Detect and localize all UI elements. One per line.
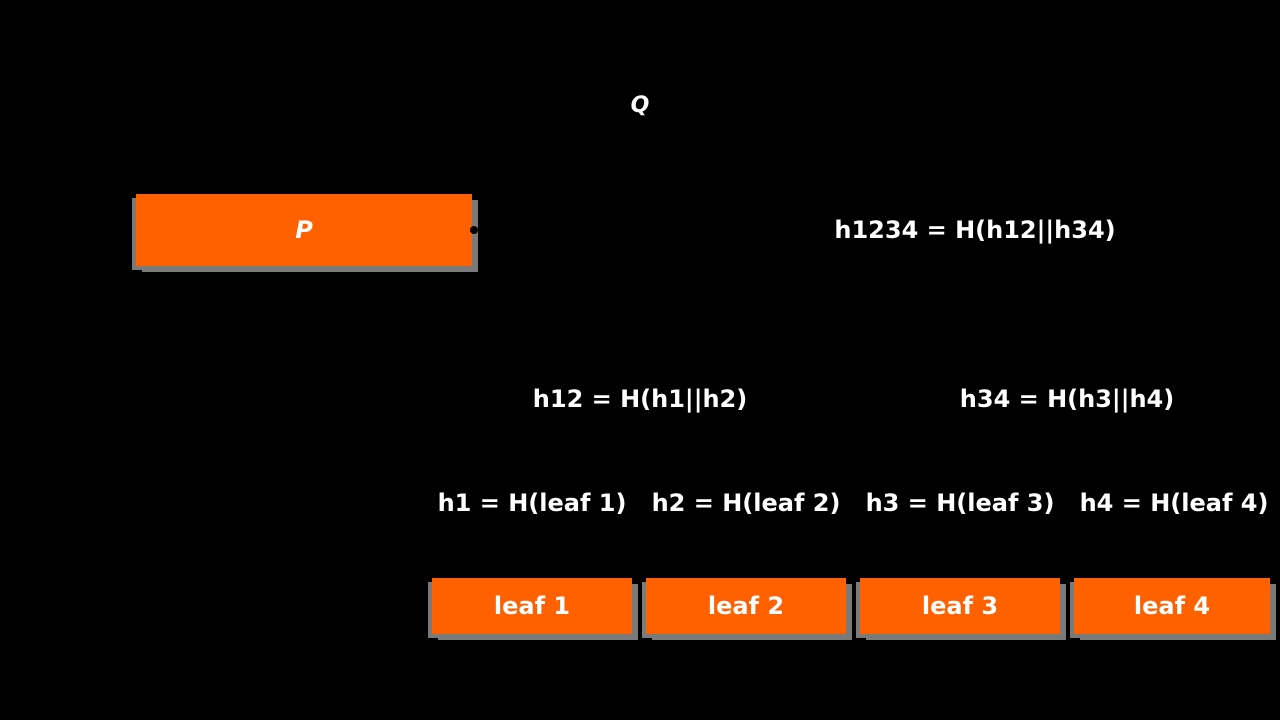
leaf-2-box: leaf 2: [646, 578, 846, 634]
top-label-q: Q: [630, 93, 650, 118]
root-hash-label: h1234 = H(h12||h34): [834, 216, 1116, 244]
leaf-3-box: leaf 3: [860, 578, 1060, 634]
hash-h34-label: h34 = H(h3||h4): [959, 385, 1175, 413]
hash-h3-label: h3 = H(leaf 3): [865, 489, 1055, 517]
hash-h12-label: h12 = H(h1||h2): [532, 385, 748, 413]
leaf-1-box: leaf 1: [432, 578, 632, 634]
proof-box-p: P: [136, 194, 472, 266]
hash-h2-label: h2 = H(leaf 2): [651, 489, 841, 517]
hash-h4-label: h4 = H(leaf 4): [1079, 489, 1269, 517]
leaf-4-box: leaf 4: [1074, 578, 1270, 634]
leaf-1-label: leaf 1: [493, 592, 571, 620]
hash-h1-label: h1 = H(leaf 1): [437, 489, 627, 517]
proof-box-label: P: [295, 216, 313, 244]
leaf-4-label: leaf 4: [1133, 592, 1211, 620]
proof-box-connector-dot: [470, 226, 478, 234]
leaf-2-label: leaf 2: [707, 592, 785, 620]
leaf-3-label: leaf 3: [921, 592, 999, 620]
